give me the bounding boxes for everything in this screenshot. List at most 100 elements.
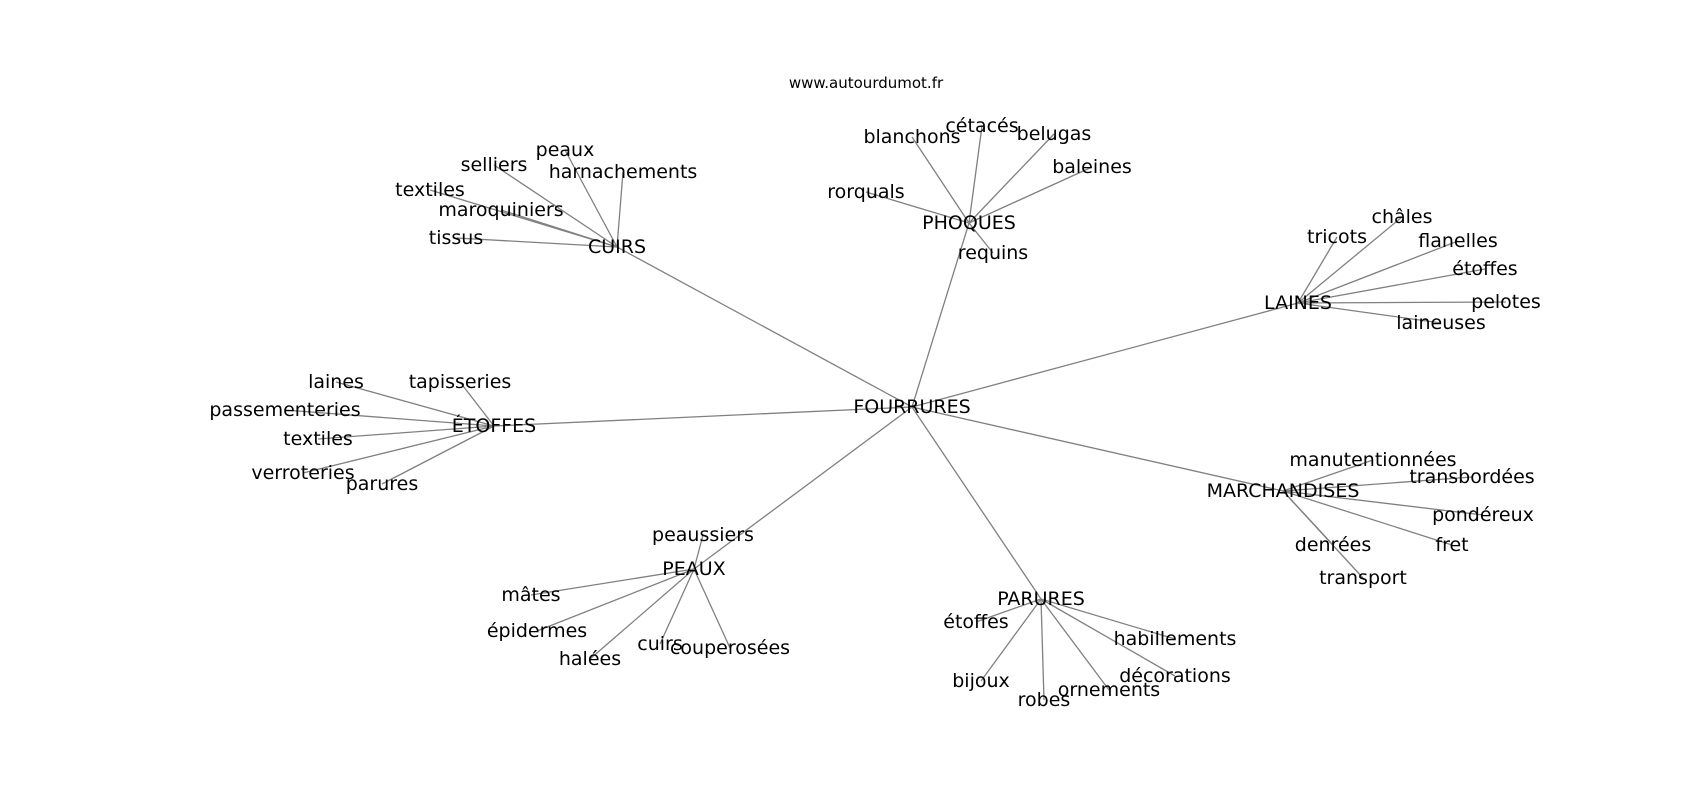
edge-laines-flanelles: [1297, 240, 1459, 304]
edge-marchandises-transport: [1282, 490, 1364, 579]
leaf-node-label-phoques-cetaces: cétacés: [945, 115, 1018, 137]
edge-phoques-requins: [968, 222, 994, 254]
leaf-node-label-parures-robes: robes: [1018, 689, 1071, 711]
edge-marchandises-pondereux: [1282, 490, 1484, 516]
edge-etoffes-parures: [381, 425, 495, 485]
leaf-node-label-laines-pelotes: pelotes: [1471, 291, 1541, 313]
edge-center-etoffes: [493, 406, 913, 427]
leaf-node-label-marchandises-transport: transport: [1319, 567, 1407, 589]
leaf-node-label-parures-bijoux: bijoux: [952, 670, 1010, 692]
edge-peaux-halees: [589, 568, 695, 660]
edge-marchandises-fret: [1282, 490, 1453, 546]
edge-cuirs-maroquiniers: [500, 209, 618, 248]
leaf-node-label-cuirs-selliers: selliers: [461, 154, 528, 176]
edge-etoffes-textiles: [317, 425, 495, 440]
leaf-node-label-cuirs-textiles: textiles: [395, 179, 465, 201]
leaf-node-label-cuirs-tissus: tissus: [429, 227, 483, 249]
leaf-node-label-peaux-peaussiers: peaussiers: [652, 524, 754, 546]
edge-phoques-baleines: [968, 166, 1093, 224]
edge-center-peaux: [693, 406, 913, 570]
edge-etoffes-laines: [335, 381, 495, 427]
edge-center-cuirs: [616, 246, 913, 408]
leaf-node-label-marchandises-fret: fret: [1435, 534, 1468, 556]
leaf-node-label-marchandises-transbordees: transbordées: [1409, 466, 1534, 488]
hub-node-label-etoffes: ÉTOFFES: [452, 414, 537, 437]
leaf-node-label-etoffes-parures: parures: [346, 473, 419, 495]
hub-node-label-phoques: PHOQUES: [922, 212, 1016, 234]
edge-parures-etoffes: [975, 598, 1042, 623]
leaf-node-label-phoques-blanchons: blanchons: [863, 126, 960, 148]
edge-laines-etoffes: [1297, 268, 1486, 304]
edge-peaux-mates: [530, 568, 695, 596]
edge-laines-chales: [1297, 216, 1403, 304]
leaf-node-label-peaux-halees: halées: [559, 648, 621, 670]
leaf-node-label-parures-ornements: ornements: [1058, 679, 1160, 701]
edge-peaux-peaussiers: [693, 534, 704, 570]
leaf-node-label-phoques-baleines: baleines: [1052, 156, 1132, 178]
leaf-node-label-peaux-couperosees: couperosées: [670, 637, 790, 659]
edge-layer: [284, 125, 1507, 701]
hub-node-label-peaux: PEAUX: [662, 558, 725, 580]
edge-parures-decorations: [1040, 598, 1176, 677]
edge-phoques-belugas: [968, 133, 1055, 224]
watermark-text: www.autourdumot.fr: [789, 74, 944, 92]
leaf-node-label-laines-flanelles: flanelles: [1418, 230, 1498, 252]
center-node-label: FOURRURES: [853, 396, 970, 418]
leaf-node-label-cuirs-harnachements: harnachements: [549, 161, 698, 183]
leaf-node-label-marchandises-denrees: denrées: [1295, 534, 1371, 556]
edge-parures-ornements: [1040, 598, 1110, 691]
edge-cuirs-harnachements: [616, 171, 624, 248]
edge-phoques-rorquals: [865, 191, 970, 224]
edge-parures-robes: [1040, 598, 1045, 701]
leaf-node-label-laines-chales: châles: [1372, 206, 1433, 228]
edge-marchandises-manutentionnees: [1282, 459, 1374, 492]
leaf-node-label-laines-tricots: tricots: [1307, 226, 1367, 248]
edge-cuirs-tissus: [455, 237, 618, 248]
hub-node-label-marchandises: MARCHANDISES: [1207, 480, 1360, 502]
edge-laines-laineuses: [1297, 302, 1442, 324]
leaf-node-label-etoffes-passementeries: passementeries: [209, 399, 360, 421]
leaf-node-label-etoffes-verroteries: verroteries: [251, 462, 354, 484]
hub-node-label-parures: PARURES: [997, 588, 1085, 610]
leaf-node-label-phoques-belugas: belugas: [1017, 123, 1092, 145]
leaf-node-label-marchandises-pondereux: pondéreux: [1432, 504, 1534, 526]
edge-marchandises-transbordees: [1282, 476, 1473, 492]
edge-laines-pelotes: [1297, 301, 1507, 304]
leaf-node-label-etoffes-tapisseries: tapisseries: [409, 371, 512, 393]
leaf-node-label-peaux-epidermes: épidermes: [487, 620, 587, 642]
edge-center-laines: [911, 302, 1299, 408]
edge-peaux-epidermes: [536, 568, 695, 632]
leaf-node-label-etoffes-textiles: textiles: [283, 428, 353, 450]
edge-etoffes-tapisseries: [459, 381, 495, 427]
edge-etoffes-verroteries: [302, 425, 495, 474]
leaf-node-label-peaux-mates: mâtes: [501, 584, 560, 606]
hub-node-label-laines: LAINES: [1264, 292, 1332, 314]
leaf-node-label-marchandises-manutentionnees: manutentionnées: [1289, 449, 1456, 471]
leaf-node-label-laines-laineuses: laineuses: [1396, 312, 1485, 334]
edge-peaux-cuirs: [659, 568, 695, 645]
edge-phoques-blanchons: [911, 136, 970, 224]
edge-phoques-cetaces: [968, 125, 983, 224]
edge-etoffes-passementeries: [284, 409, 495, 427]
leaf-node-label-cuirs-maroquiniers: maroquiniers: [438, 199, 563, 221]
label-layer: www.autourdumot.fr FOURRURES CUIRS tissus t…: [209, 74, 1540, 711]
leaf-node-label-etoffes-laines: laines: [308, 371, 364, 393]
edge-cuirs-peaux: [564, 149, 618, 248]
edge-laines-tricots: [1297, 236, 1338, 304]
edge-parures-habillements: [1040, 598, 1176, 640]
leaf-node-label-laines-etoffes: étoffes: [1452, 258, 1517, 280]
leaf-node-label-cuirs-peaux: peaux: [536, 139, 595, 161]
edge-center-parures: [911, 406, 1042, 600]
edge-cuirs-selliers: [493, 164, 618, 248]
leaf-node-label-phoques-requins: requins: [958, 242, 1028, 264]
edge-center-phoques: [911, 222, 970, 408]
leaf-node-label-phoques-rorquals: rorquals: [827, 181, 904, 203]
leaf-node-label-parures-habillements: habillements: [1114, 628, 1237, 650]
leaf-node-label-parures-decorations: décorations: [1119, 665, 1231, 687]
hub-node-label-cuirs: CUIRS: [588, 236, 646, 258]
leaf-node-label-peaux-cuirs: cuirs: [637, 633, 682, 655]
edge-parures-bijoux: [980, 598, 1042, 682]
leaf-node-label-parures-etoffes: étoffes: [943, 611, 1008, 633]
edge-center-marchandises: [911, 406, 1284, 492]
